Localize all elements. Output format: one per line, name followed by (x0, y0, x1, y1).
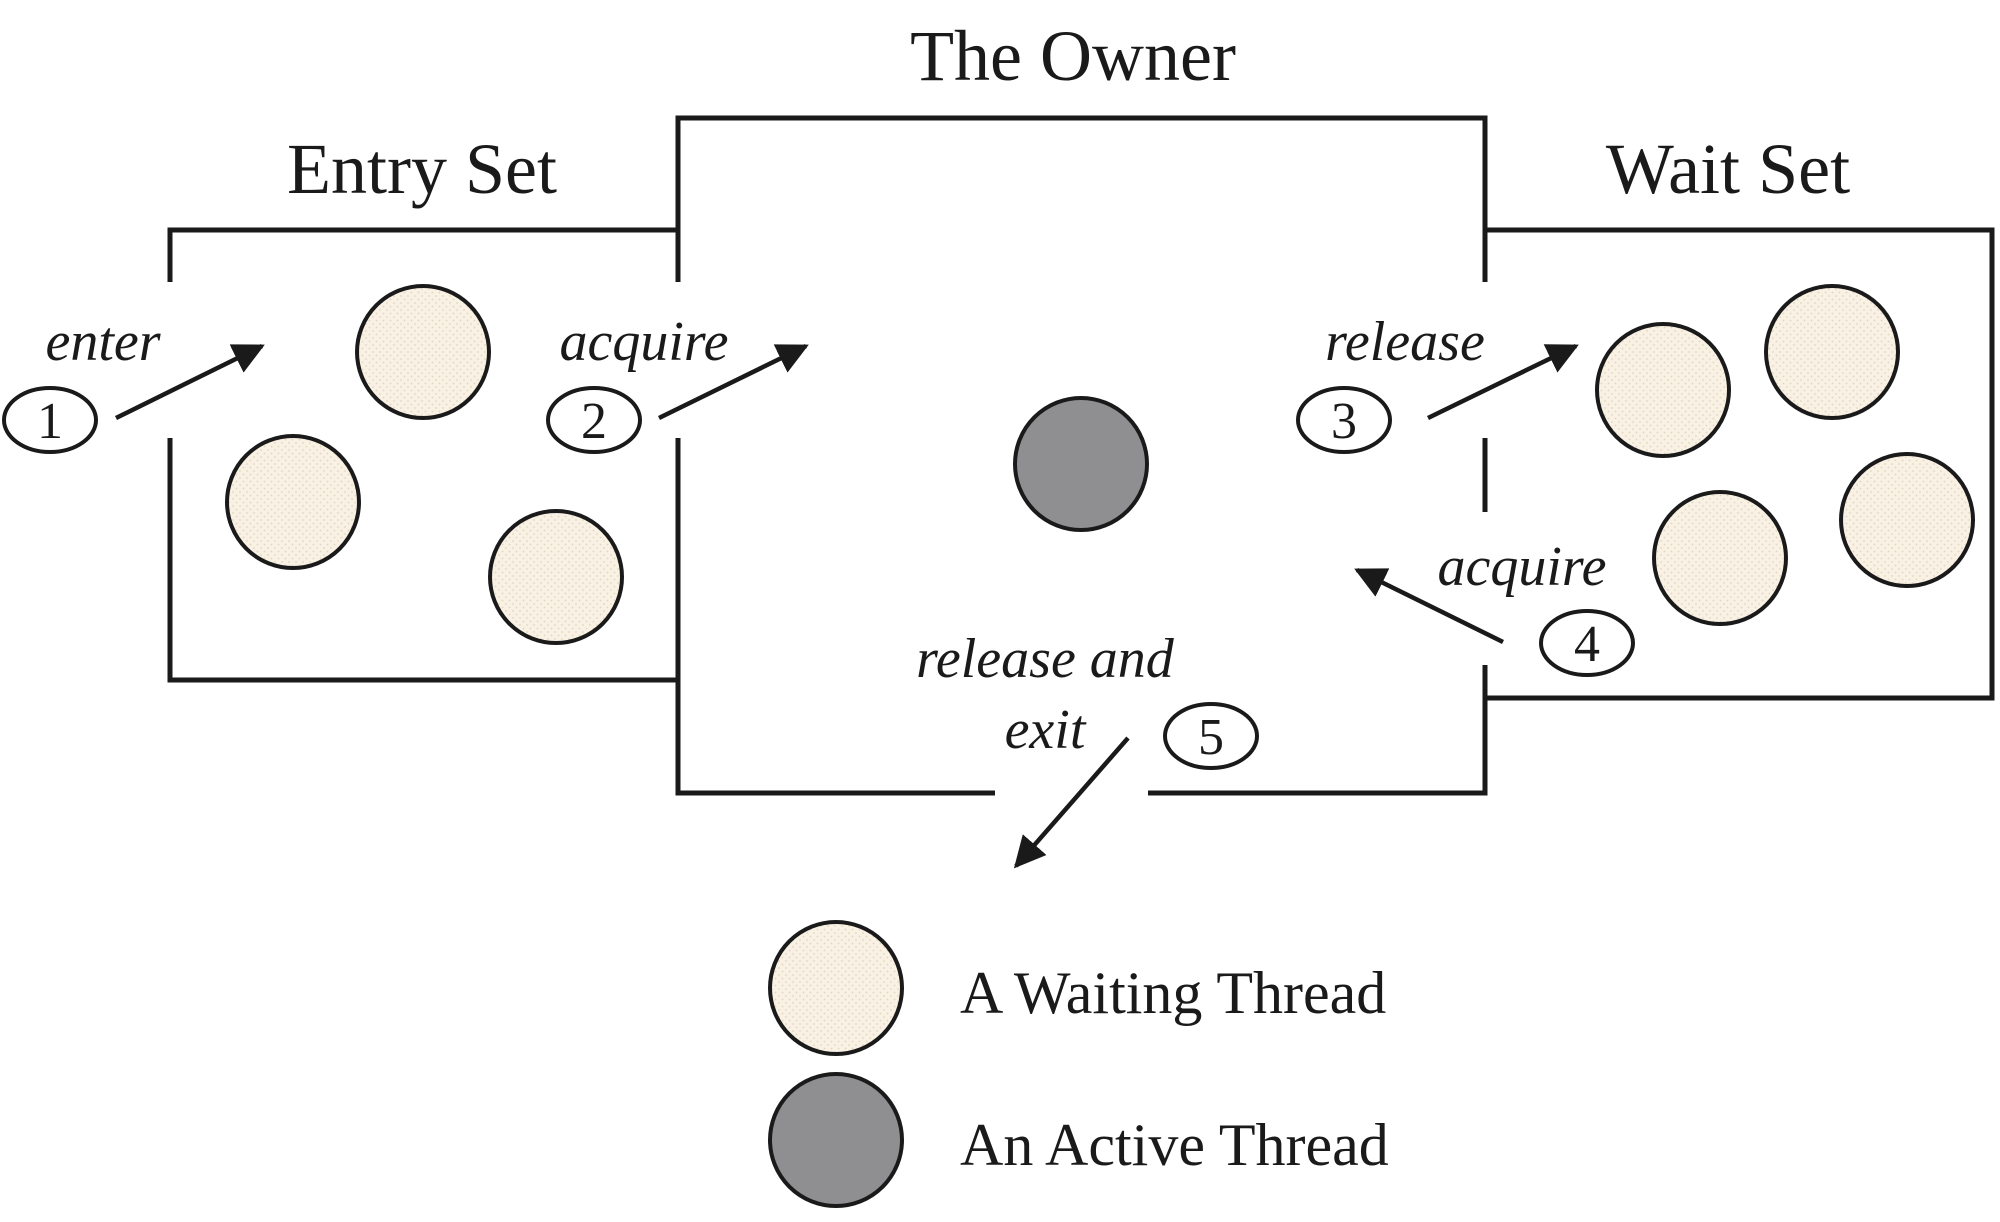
owner-box (675, 115, 1488, 796)
wait-set-title: Wait Set (1606, 129, 1850, 209)
arrow-acquire-entry (658, 343, 809, 421)
legend: A Waiting Thread An Active Thread (768, 920, 1389, 1208)
legend-waiting-thread-label: A Waiting Thread (960, 960, 1386, 1026)
legend-active-thread-swatch (768, 1072, 904, 1208)
entry-set-title: Entry Set (287, 129, 557, 209)
step-number: 2 (581, 393, 607, 450)
step-number-badge (1163, 702, 1259, 770)
legend-waiting-thread-swatch (768, 920, 904, 1056)
step-number-badge (2, 386, 98, 454)
entry-waiting-thread (488, 509, 624, 645)
step-release-and-exit: release and exit 5 (916, 628, 1259, 869)
wait-set-waiting-thread (1839, 452, 1975, 588)
step-acquire-wait: acquire 4 (1354, 536, 1635, 677)
legend-active-thread-label: An Active Thread (960, 1112, 1389, 1178)
arrow-release (1427, 343, 1579, 421)
step-label: acquire (1438, 536, 1607, 598)
step-label: release (1325, 311, 1485, 373)
step-enter: enter 1 (2, 311, 265, 454)
wait-set-waiting-thread (1764, 284, 1900, 420)
step-label-line2: exit (1005, 699, 1087, 761)
step-number: 4 (1574, 616, 1600, 673)
step-number-badge (1296, 386, 1392, 454)
step-acquire-entry: acquire 2 (546, 311, 809, 454)
step-release: release 3 (1296, 311, 1579, 454)
owner-active-thread (1013, 396, 1149, 532)
step-label: acquire (560, 311, 729, 373)
step-number: 5 (1198, 709, 1224, 766)
step-number-badge (1539, 609, 1635, 677)
arrow-release-and-exit (1013, 736, 1130, 869)
arrow-acquire-wait (1354, 567, 1504, 645)
step-label-line1: release and (916, 628, 1175, 690)
owner-title: The Owner (910, 16, 1236, 96)
wait-set-box (1485, 227, 1995, 701)
wait-set-waiting-thread (1595, 322, 1731, 458)
wait-set-waiting-thread (1652, 490, 1788, 626)
step-number-badge (546, 386, 642, 454)
step-label: enter (45, 311, 160, 373)
step-number: 1 (37, 393, 63, 450)
arrow-enter (115, 343, 265, 421)
step-number: 3 (1331, 393, 1357, 450)
entry-waiting-thread (225, 434, 361, 570)
entry-waiting-thread (355, 284, 491, 420)
